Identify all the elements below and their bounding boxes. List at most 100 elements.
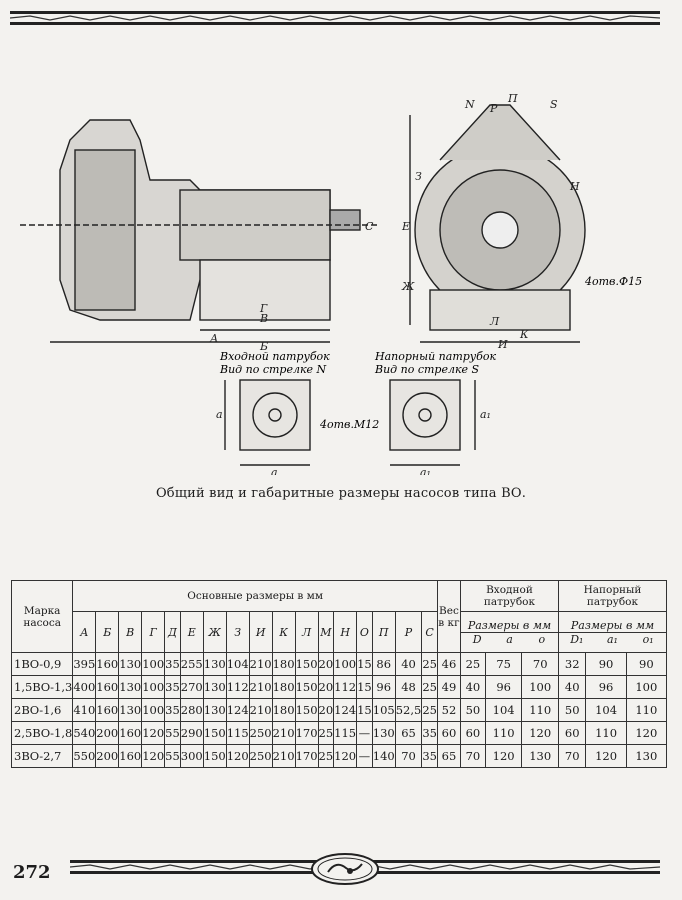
dimension-cell: 280 xyxy=(179,698,204,722)
dimension-cell: 130 xyxy=(118,698,143,722)
outlet-cell: 104 xyxy=(585,698,627,722)
dimension-cell: 290 xyxy=(179,721,204,745)
svg-text:И: И xyxy=(497,338,508,351)
svg-text:Р: Р xyxy=(489,102,498,115)
inlet-cell: 100 xyxy=(521,675,559,699)
outlet-cell: 90 xyxy=(625,652,668,676)
svg-text:А: А xyxy=(209,332,218,345)
dimension-cell: 25 xyxy=(317,744,335,768)
col-header-main: М xyxy=(317,611,335,653)
outlet-cell: 110 xyxy=(625,698,668,722)
inlet-cell: 60 xyxy=(459,721,486,745)
dimension-cell: 210 xyxy=(271,721,296,745)
dimension-cell: 200 xyxy=(95,721,120,745)
inlet-cell: 25 xyxy=(459,652,486,676)
svg-text:З: З xyxy=(415,170,422,183)
dimension-cell: 140 xyxy=(371,744,396,768)
dimension-cell: 55 xyxy=(164,744,181,768)
inlet-cell: 120 xyxy=(521,721,559,745)
dimension-cell: 65 xyxy=(394,721,423,745)
outlet-title: Напорный патрубок xyxy=(374,350,497,363)
svg-text:a: a xyxy=(271,466,278,475)
weight-cell: 46 xyxy=(436,652,461,676)
svg-text:К: К xyxy=(519,328,529,341)
dimension-cell: — xyxy=(356,744,373,768)
dimension-cell: 210 xyxy=(248,652,273,676)
svg-text:S: S xyxy=(550,98,558,111)
pump-name-cell: 1ВО-0,9 xyxy=(10,652,74,676)
dimension-cell: 35 xyxy=(164,652,181,676)
dimension-cell: 150 xyxy=(202,744,227,768)
dimension-cell: 160 xyxy=(95,652,120,676)
dimension-cell: 25 xyxy=(421,652,438,676)
outlet-cell: 100 xyxy=(625,675,668,699)
dimension-cell: 48 xyxy=(394,675,423,699)
dimension-cell: 120 xyxy=(333,744,358,768)
dimension-cell: 180 xyxy=(271,698,296,722)
dimension-cell: 100 xyxy=(141,652,166,676)
dimension-cell: 200 xyxy=(95,744,120,768)
outlet-cell: 120 xyxy=(585,744,627,768)
col-header-outlet: a₁ xyxy=(607,632,618,646)
svg-text:Б: Б xyxy=(259,340,268,353)
header-inlet: Входной патрубок xyxy=(459,580,559,612)
dimension-cell: 25 xyxy=(421,675,438,699)
col-header-main: С xyxy=(421,611,438,653)
dimension-cell: 20 xyxy=(317,675,335,699)
outlet-cell: 60 xyxy=(557,721,587,745)
pump-name-cell: 2ВО-1,6 xyxy=(10,698,74,722)
dimension-cell: 395 xyxy=(72,652,97,676)
outlet-cell: 50 xyxy=(557,698,587,722)
dimension-cell: 150 xyxy=(294,652,319,676)
inlet-cell: 70 xyxy=(521,652,559,676)
dimension-cell: 104 xyxy=(225,652,250,676)
dimension-cell: 160 xyxy=(118,744,143,768)
inlet-cell: 130 xyxy=(521,744,559,768)
dimension-cell: 550 xyxy=(72,744,97,768)
svg-text:a₁: a₁ xyxy=(480,408,491,421)
dimension-cell: 160 xyxy=(118,721,143,745)
weight-cell: 65 xyxy=(436,744,461,768)
header-main-sizes: Основные размеры в мм xyxy=(72,580,438,612)
dimension-cell: 112 xyxy=(333,675,358,699)
header-brand: Марка насоса xyxy=(10,580,74,653)
outlet-sizes-label: Размеры в мм xyxy=(558,619,666,633)
col-header-main: Е xyxy=(179,611,204,653)
holes-d15-label: 4отв.Ф15 xyxy=(584,275,642,288)
col-header-outlet: D₁ xyxy=(570,632,584,646)
top-decorative-band xyxy=(10,11,660,25)
svg-text:С: С xyxy=(365,220,374,233)
dimension-cell: 180 xyxy=(271,675,296,699)
svg-text:Н: Н xyxy=(569,180,580,193)
dimension-cell: 120 xyxy=(141,721,166,745)
dimension-cell: 100 xyxy=(141,675,166,699)
dimension-cell: 15 xyxy=(356,675,373,699)
dimension-cell: 150 xyxy=(294,698,319,722)
pump-name-cell: 3ВО-2,7 xyxy=(10,744,74,768)
dimension-cell: 96 xyxy=(371,675,396,699)
inlet-cell: 70 xyxy=(459,744,486,768)
col-header-inlet: o xyxy=(538,632,546,646)
dimension-cell: 20 xyxy=(317,698,335,722)
outlet-cell: 40 xyxy=(557,675,587,699)
col-header-main: З xyxy=(225,611,250,653)
weight-cell: 60 xyxy=(436,721,461,745)
col-header-main: Б xyxy=(95,611,120,653)
dimension-cell: 35 xyxy=(164,698,181,722)
col-header-main: Г xyxy=(141,611,166,653)
header-weight: Вес в кг xyxy=(436,580,461,653)
col-header-outlet: o₁ xyxy=(642,632,654,646)
inlet-cell: 110 xyxy=(521,698,559,722)
dimension-cell: 115 xyxy=(333,721,358,745)
dimension-cell: 250 xyxy=(248,721,273,745)
outlet-cell: 96 xyxy=(585,675,627,699)
weight-cell: 52 xyxy=(436,698,461,722)
col-header-main: В xyxy=(118,611,143,653)
